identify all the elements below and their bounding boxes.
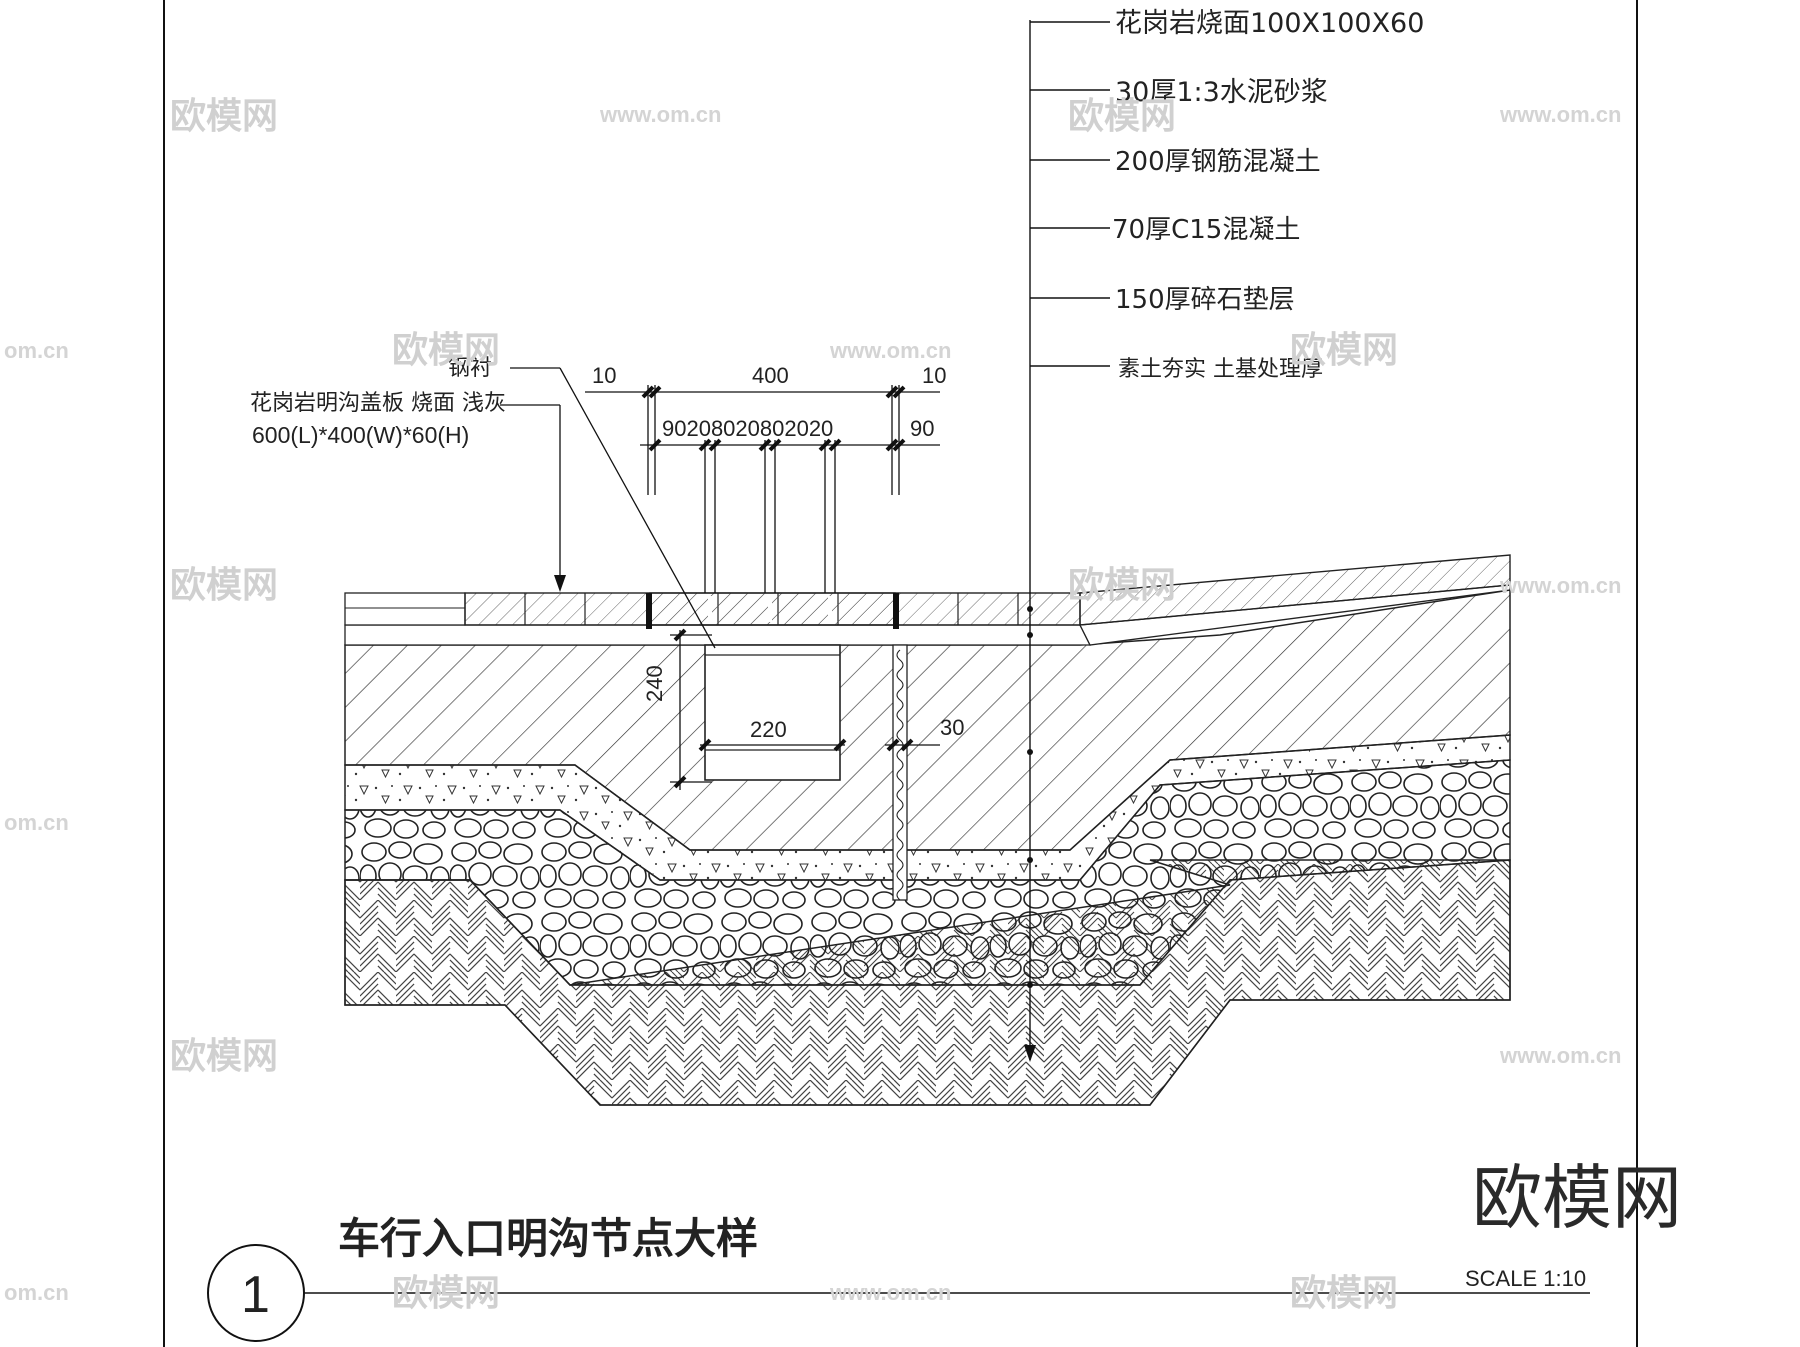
watermarks: 欧模网 欧模网 欧模网 欧模网 欧模网 欧模网 欧模网 欧模网 欧模网 欧模网 … xyxy=(4,96,1682,1314)
dim-top-left: 10 xyxy=(592,363,616,388)
watermark-url: www.om.cn xyxy=(1499,102,1621,127)
watermark-brand: 欧模网 xyxy=(170,96,278,137)
dim-top-mid: 400 xyxy=(752,363,789,388)
road-pavement-slope xyxy=(1079,554,1511,626)
detail-number: 1 xyxy=(241,1266,270,1324)
watermark-url: www.om.cn xyxy=(1499,573,1621,598)
mortar-layer xyxy=(344,624,1092,646)
cover-leader-arrow xyxy=(554,575,566,592)
dimension-ticks-trench xyxy=(673,628,914,789)
layer-callout-2: 30厚1:3水泥砂浆 xyxy=(1115,77,1328,108)
dim-top-right: 10 xyxy=(922,363,946,388)
watermark-brand: 欧模网 xyxy=(1290,330,1398,371)
drawing-title: 车行入口明沟节点大样 xyxy=(338,1214,758,1263)
drain-trench xyxy=(704,644,841,781)
dim-joint-width: 30 xyxy=(940,715,964,740)
watermark-brand-large: 欧模网 xyxy=(1472,1157,1682,1239)
dim-trench-width: 220 xyxy=(750,717,787,742)
cover-label-line1: 花岗岩明沟盖板 烧面 浅灰 xyxy=(250,391,506,416)
watermark-url: www.om.cn xyxy=(1499,1043,1621,1068)
dimension-ticks-top xyxy=(641,385,906,452)
liner-label: 钢衬 xyxy=(448,356,492,381)
watermark-brand: 欧模网 xyxy=(392,330,500,371)
leader-arrow xyxy=(1024,1045,1036,1062)
dimension-lines-trench xyxy=(670,630,940,790)
layer-callout-1: 花岗岩烧面100X100X60 xyxy=(1115,8,1424,39)
layer-callout-6: 素土夯实 土基处理厚 xyxy=(1118,357,1323,382)
cover-label-line2: 600(L)*400(W)*60(H) xyxy=(252,422,469,448)
layer-callout-4: 70厚C15混凝土 xyxy=(1112,215,1300,245)
watermark-url-short: om.cn xyxy=(4,810,69,835)
liner-leader-diag xyxy=(559,367,716,649)
watermark-brand: 欧模网 xyxy=(1290,1273,1398,1314)
steel-liner-right xyxy=(893,593,899,629)
steel-liner-left xyxy=(646,593,652,629)
watermark-url-short: om.cn xyxy=(4,1280,69,1305)
leader-dots xyxy=(1027,606,1033,988)
layer-callout-5: 150厚碎石垫层 xyxy=(1115,285,1295,315)
drawing-scale: SCALE 1:10 xyxy=(1465,1266,1586,1291)
watermark-url: www.om.cn xyxy=(599,102,721,127)
watermark-brand: 欧模网 xyxy=(1068,96,1176,137)
layer-callout-3: 200厚钢筋混凝土 xyxy=(1115,147,1321,177)
watermark-brand: 欧模网 xyxy=(392,1273,500,1314)
watermark-url: www.om.cn xyxy=(829,1280,951,1305)
cover-slots xyxy=(708,596,832,622)
expansion-joint-filler xyxy=(896,649,904,901)
reinforced-concrete-layer xyxy=(344,589,1511,851)
dim-row2-right: 90 xyxy=(910,416,934,441)
watermark-url: www.om.cn xyxy=(829,338,951,363)
watermark-brand: 欧模网 xyxy=(170,565,278,606)
dim-row2: 90208020802020 xyxy=(662,416,833,441)
layer-callout-ticks xyxy=(1030,21,1110,367)
expansion-joint xyxy=(892,644,908,901)
road-surface-left xyxy=(344,592,466,626)
watermark-brand: 欧模网 xyxy=(1068,565,1176,606)
dimension-lines-top xyxy=(585,385,940,593)
watermark-brand: 欧模网 xyxy=(170,1036,278,1077)
watermark-url-short: om.cn xyxy=(4,338,69,363)
dim-trench-height: 240 xyxy=(642,665,667,702)
